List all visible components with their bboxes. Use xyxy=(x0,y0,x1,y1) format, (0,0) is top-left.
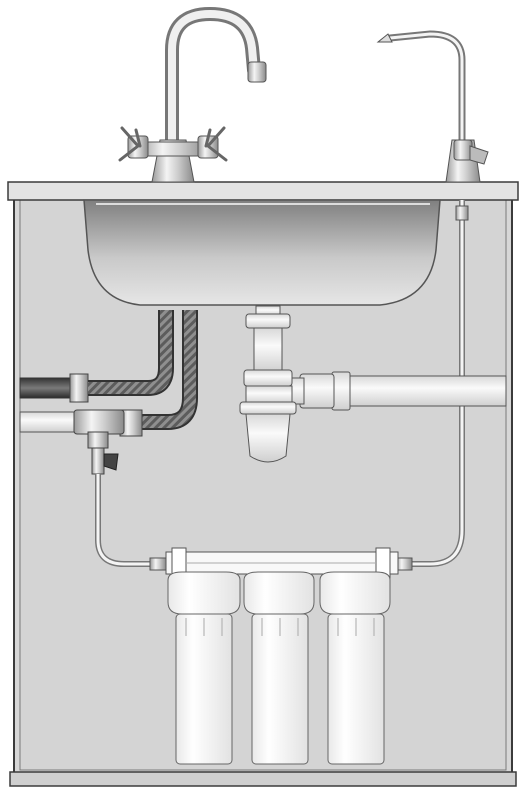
drain-pipe xyxy=(281,371,507,411)
right-tap-handle xyxy=(197,126,228,162)
valve-lever xyxy=(103,453,119,471)
filter-housing-2 xyxy=(243,571,315,765)
countertop xyxy=(7,181,519,201)
filter-housing-3 xyxy=(319,571,391,765)
drain-trap xyxy=(239,305,297,463)
filter-housing-1 xyxy=(167,571,241,765)
sink-basin xyxy=(83,199,441,306)
feed-valve xyxy=(19,409,125,475)
cold-water-hose xyxy=(119,310,198,437)
main-faucet xyxy=(118,6,267,183)
hot-water-hose xyxy=(19,310,174,403)
supply-tube xyxy=(95,474,160,567)
faucet-tube xyxy=(410,200,469,567)
filtered-water-faucet xyxy=(376,30,489,183)
left-tap-handle xyxy=(118,126,149,162)
